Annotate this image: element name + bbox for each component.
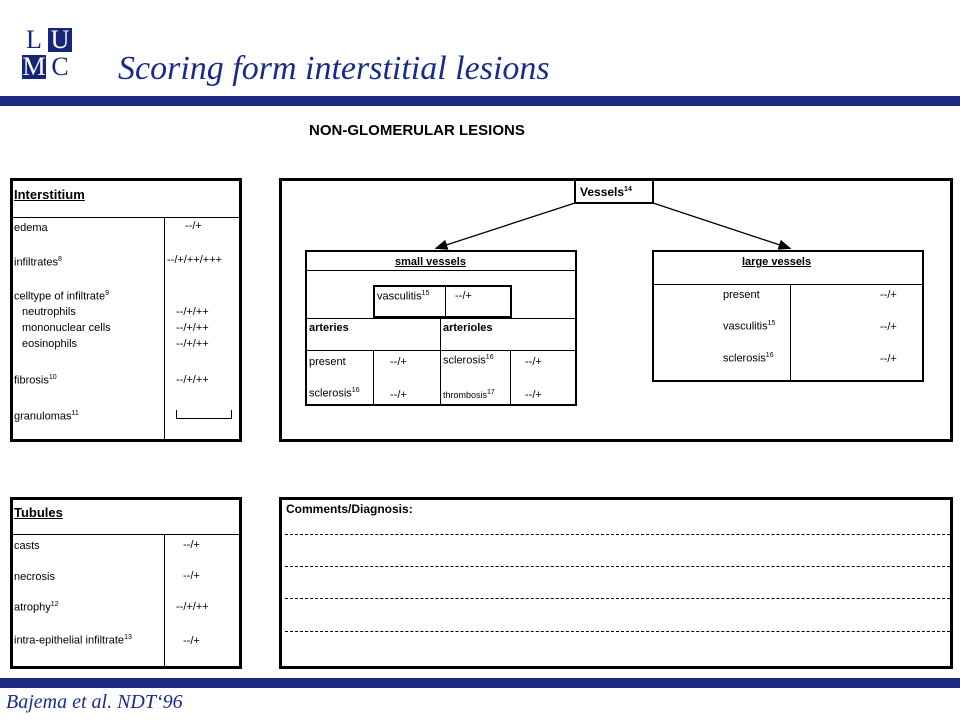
footnote-ref: 15 [421, 290, 430, 297]
small-vessels-header-rule [306, 270, 576, 271]
tubules-column-rule [164, 535, 165, 667]
row-label-granulomas: granulomas11 [14, 410, 79, 423]
row-score-intra-epithelial: --/+ [183, 635, 200, 647]
row-score-atrophy: --/+/++ [176, 601, 209, 613]
tubules-table [10, 497, 242, 669]
footnote-ref: 12 [50, 601, 59, 608]
footnote-ref: 8 [58, 256, 62, 263]
footnote-ref: 16 [485, 354, 494, 361]
footnote-ref: 15 [767, 320, 776, 327]
vasculitis-column-rule [445, 286, 446, 317]
logo-letter-m: M [22, 52, 46, 81]
arteries-present-score: --/+ [390, 356, 407, 368]
small-vessels-header: small vessels [395, 256, 466, 268]
arteries-arterioles-divider [440, 318, 441, 404]
interstitium-header: Interstitium [14, 187, 85, 202]
arterioles-thrombosis-label: thrombosis17 [443, 389, 495, 400]
footnote-ref: 9 [105, 290, 110, 297]
arteries-score-rule [373, 351, 374, 404]
row-label-edema: edema [14, 222, 48, 234]
lumc-logo: L U M C [22, 25, 72, 81]
vasculitis-box [373, 285, 512, 318]
footnote-ref: 17 [487, 389, 495, 396]
footnote-ref: 16 [351, 387, 360, 394]
arterioles-sclerosis-label: sclerosis16 [443, 354, 494, 367]
footnote-ref: 14 [624, 186, 632, 193]
small-vasculitis-label: vasculitis15 [377, 290, 430, 303]
form-title: NON-GLOMERULAR LESIONS [309, 122, 525, 139]
arrow-to-small-vessels [434, 202, 576, 250]
arterioles-header: arterioles [443, 322, 493, 334]
footnote-ref: 16 [765, 352, 774, 359]
row-score-fibrosis: --/+/++ [176, 374, 209, 386]
row-label-intra-epithelial: intra-epithelial infiltrate13 [14, 634, 132, 647]
header-rule [0, 96, 960, 106]
footnote-ref: 10 [48, 374, 57, 381]
large-vessels-column-rule [790, 285, 791, 380]
footnote-ref: 11 [71, 410, 79, 417]
small-vessels-table [305, 250, 577, 406]
large-vasculitis-score: --/+ [880, 321, 897, 333]
tubules-header: Tubules [14, 505, 63, 520]
comments-header: Comments/Diagnosis: [286, 502, 413, 516]
comments-box[interactable] [279, 497, 953, 669]
large-present-score: --/+ [880, 289, 897, 301]
row-label-atrophy: atrophy12 [14, 601, 59, 614]
comment-line [285, 534, 950, 535]
large-sclerosis-label: sclerosis16 [723, 352, 774, 365]
tubules-header-rule [12, 534, 240, 535]
logo-letter-u: U [48, 27, 72, 53]
large-sclerosis-score: --/+ [880, 353, 897, 365]
row-score-necrosis: --/+ [183, 570, 200, 582]
comment-line [285, 566, 950, 567]
citation: Bajema et al. NDT‘96 [6, 691, 183, 713]
row-label-necrosis: necrosis [14, 571, 55, 583]
arteries-sclerosis-label: sclerosis16 [309, 387, 360, 400]
arteries-header-bottom-rule [306, 350, 576, 351]
logo-letter-l: L [26, 25, 42, 54]
large-vasculitis-label: vasculitis15 [723, 320, 776, 333]
interstitium-header-rule [12, 217, 240, 218]
slide-title: Scoring form interstitial lesions [118, 50, 550, 87]
row-label-neutrophils: neutrophils [22, 306, 76, 318]
arteries-header-top-rule [306, 318, 576, 319]
footnote-ref: 13 [124, 634, 132, 641]
row-label-eosinophils: eosinophils [22, 338, 78, 350]
row-label-infiltrates: infiltrates8 [14, 256, 62, 269]
interstitium-column-rule [164, 218, 165, 440]
row-label-celltype: celltype of infiltrate9 [14, 290, 110, 303]
arrow-to-large-vessels [652, 202, 792, 250]
arteries-sclerosis-score: --/+ [390, 389, 407, 401]
arteries-present-label: present [309, 356, 346, 368]
large-vessels-header: large vessels [742, 256, 812, 268]
row-score-eosinophils: --/+/++ [176, 338, 209, 350]
vessels-header-box [574, 179, 654, 204]
row-label-casts: casts [14, 540, 40, 552]
comment-line [285, 631, 950, 632]
arteries-header: arteries [309, 322, 349, 334]
large-vessels-table [652, 250, 924, 382]
row-label-mononuclear: mononuclear cells [22, 322, 111, 334]
arterioles-thrombosis-score: --/+ [525, 389, 542, 401]
small-vasculitis-score: --/+ [455, 290, 472, 302]
row-label-fibrosis: fibrosis10 [14, 374, 57, 387]
row-score-infiltrates: --/+/++/+++ [167, 254, 223, 266]
logo-letter-c: C [51, 52, 69, 81]
large-vessels-header-rule [653, 284, 923, 285]
large-present-label: present [723, 289, 760, 301]
footer-rule [0, 678, 960, 688]
arterioles-score-rule [510, 351, 511, 404]
row-score-casts: --/+ [183, 539, 200, 551]
row-score-edema: --/+ [185, 220, 202, 232]
comment-line [285, 598, 950, 599]
row-score-mononuclear: --/+/++ [176, 322, 209, 334]
interstitium-table [10, 178, 242, 442]
vessels-arrows [434, 202, 792, 250]
granulomas-count-field[interactable] [176, 410, 232, 419]
vessels-header: Vessels14 [580, 185, 632, 199]
row-score-neutrophils: --/+/++ [176, 306, 209, 318]
arterioles-sclerosis-score: --/+ [525, 356, 542, 368]
